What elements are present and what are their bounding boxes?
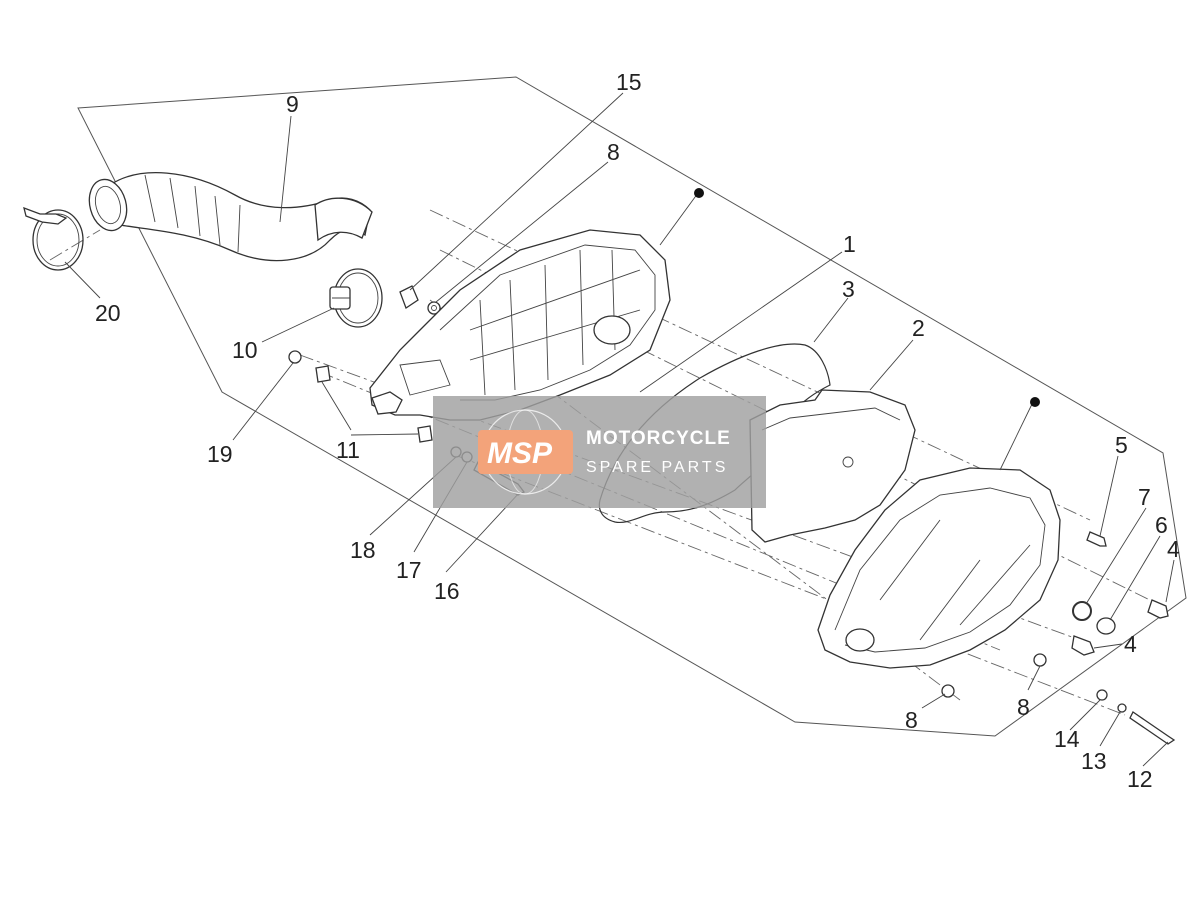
- bush-part-11-upper: [315, 365, 331, 383]
- watermark-logo: MSP: [487, 437, 553, 470]
- callout-15: 15: [616, 69, 642, 95]
- watermark-logo-box: [478, 430, 573, 474]
- washer-part-13: [1117, 703, 1127, 713]
- callout-4-right: 4: [1167, 536, 1180, 562]
- callout-7: 7: [1138, 484, 1151, 510]
- washer-part-14: [1096, 689, 1108, 701]
- callout-10: 10: [232, 337, 258, 363]
- callout-18: 18: [350, 537, 376, 563]
- grommet-part-8-mid: [1033, 653, 1047, 667]
- callout-19: 19: [207, 441, 233, 467]
- air-box-case: [369, 229, 671, 421]
- callout-8-low: 8: [905, 707, 918, 733]
- callout-8-upper: 8: [607, 139, 620, 165]
- spacer-part-6: [1096, 617, 1116, 635]
- marker-dot-upper: [694, 188, 704, 198]
- screw-part-12: [1129, 711, 1176, 745]
- callout-9: 9: [286, 91, 299, 117]
- callout-3: 3: [842, 276, 855, 302]
- assembly-frame: [77, 76, 1187, 737]
- grommet-part-8-upper: [427, 301, 441, 315]
- filter-element-part-2: [749, 389, 916, 543]
- callout-4-lower: 4: [1124, 631, 1137, 657]
- callout-2: 2: [912, 315, 925, 341]
- screw-part-5: [1086, 531, 1107, 547]
- callout-1: 1: [843, 231, 856, 257]
- grommet-part-7: [1072, 601, 1092, 621]
- callout-13: 13: [1081, 748, 1107, 774]
- hose-clamp-part-20: [23, 206, 84, 271]
- callout-8-mid: 8: [1017, 694, 1030, 720]
- watermark-line2: SPARE PARTS: [586, 459, 728, 476]
- clip-part-15: [399, 285, 419, 309]
- callout-17: 17: [396, 557, 422, 583]
- clamp-part-10: [329, 268, 383, 328]
- callout-20: 20: [95, 300, 121, 326]
- callout-5: 5: [1115, 432, 1128, 458]
- air-box-cover: [817, 467, 1061, 669]
- screw-part-4-upper: [1147, 599, 1169, 619]
- bush-part-11-lower: [417, 425, 433, 443]
- watermark: MSP MOTORCYCLE SPARE PARTS: [433, 396, 766, 508]
- intake-tube-part-9: [88, 172, 373, 262]
- nut-part-19: [288, 350, 302, 364]
- callout-12: 12: [1127, 766, 1153, 792]
- screw-part-4-lower: [1071, 635, 1095, 656]
- callout-16: 16: [434, 578, 460, 604]
- marker-dot-lower: [1030, 397, 1040, 407]
- callout-6: 6: [1155, 512, 1168, 538]
- watermark-line1: MOTORCYCLE: [586, 428, 731, 449]
- callout-14: 14: [1054, 726, 1080, 752]
- callout-labels: 15 8 9 20 10 1 3 2 19 11 18 17 16 5 7 6 …: [95, 69, 1180, 792]
- callout-11: 11: [336, 437, 360, 463]
